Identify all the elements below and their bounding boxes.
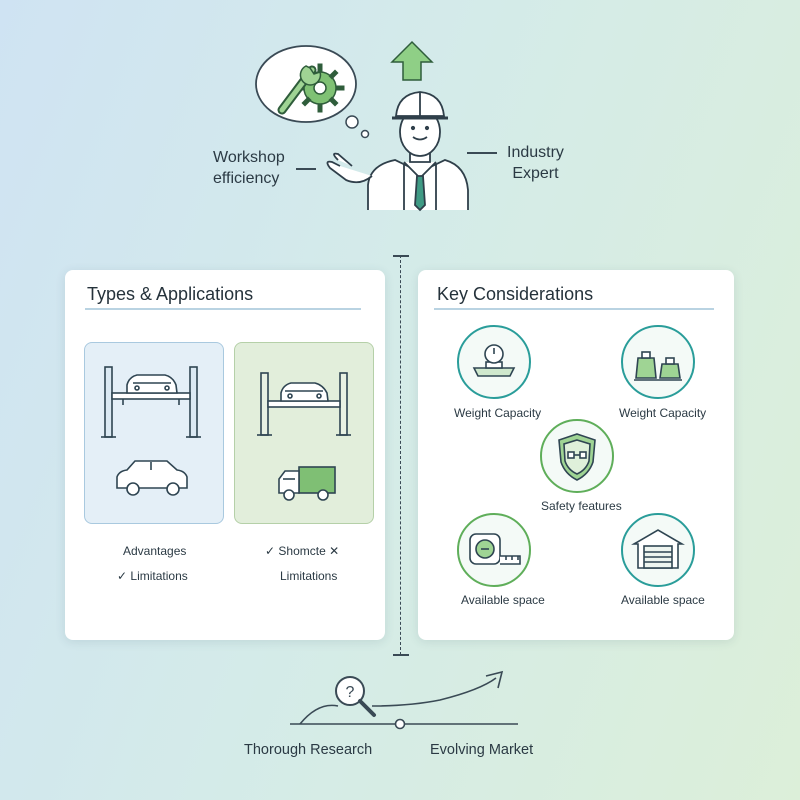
shomcte-label: Shomcte [278, 544, 326, 558]
limitations-right-label: Limitations [280, 569, 338, 583]
considerations-card-title: Key Considerations [437, 284, 594, 304]
limitations-left-row: ✓ Limitations [117, 569, 188, 583]
types-card-rule [85, 308, 361, 310]
check-icon: ✓ [117, 569, 128, 583]
four-post-lift-panel [234, 342, 374, 524]
left-label-connector [296, 168, 316, 170]
svg-text:?: ? [346, 684, 355, 701]
workshop-efficiency-label: Workshop efficiency [213, 149, 285, 187]
limitations-left-label: Limitations [130, 569, 188, 583]
consideration-label-5: Available space [621, 593, 705, 607]
wrench-gear-icon [277, 63, 345, 115]
consideration-label-3: Safety features [541, 499, 622, 513]
divider-top-cap [393, 255, 409, 257]
two-post-lift-panel [84, 342, 224, 524]
garage-icon [621, 513, 695, 587]
up-arrow-icon [390, 40, 434, 81]
consideration-label-4: Available space [461, 593, 545, 607]
key-considerations-card: Key Considerations Weight Capacity Weigh… [418, 270, 734, 640]
scale-icon [457, 325, 531, 399]
sedan-icon [116, 460, 188, 496]
truck-icon [278, 466, 336, 501]
types-applications-card: Types & Applications [65, 270, 385, 640]
tape-measure-icon [457, 513, 531, 587]
magnifier-question-icon: ? [335, 676, 376, 717]
right-label-connector [467, 152, 497, 154]
shomcte-row: ✓ Shomcte ✕ [265, 544, 339, 558]
industry-expert-label: Industry Expert [507, 144, 564, 182]
types-card-title: Types & Applications [87, 284, 254, 304]
research-trend-illustration: ? [290, 670, 518, 730]
consideration-label-1: Weight Capacity [454, 406, 542, 420]
thorough-research-label: Thorough Research [244, 742, 373, 758]
considerations-card-rule [434, 308, 714, 310]
check-icon: ✓ [265, 544, 276, 558]
evolving-market-label: Evolving Market [430, 742, 534, 758]
timeline-marker [394, 718, 406, 730]
shield-icon [540, 419, 614, 493]
industry-expert-illustration [255, 40, 469, 212]
center-divider [400, 255, 401, 655]
expert-person-icon [326, 91, 469, 212]
truck-lift-icon [257, 372, 351, 501]
car-lift-icon [101, 366, 201, 496]
advantages-label: Advantages [123, 544, 187, 558]
weights-icon [621, 325, 695, 399]
cross-icon: ✕ [329, 544, 340, 558]
divider-bottom-cap [393, 654, 409, 656]
consideration-label-2: Weight Capacity [619, 406, 707, 420]
